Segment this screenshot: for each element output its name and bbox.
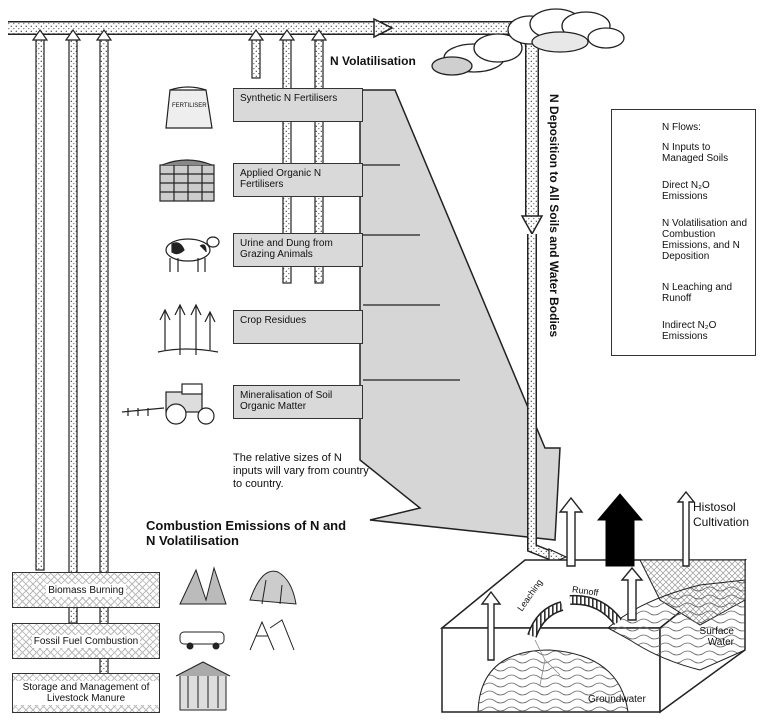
biomass-burning-icon [179,566,297,605]
groundwater-label: Groundwater [588,694,646,705]
manure-storage-icon [175,661,231,711]
top-flow-label: N Volatilisation [330,54,416,68]
source-grazing-animals: Urine and Dung from Grazing Animals [233,233,363,267]
crop-icon [157,303,219,355]
legend-title: N Flows: [662,122,701,133]
cow-icon [165,236,220,272]
deposition-label-wrap: N Deposition to All Soils and Water Bodi… [547,94,561,374]
combustion-title: Combustion Emissions of N and N Volatili… [146,518,347,548]
tractor-icon [121,383,215,425]
legend-item-leaching: N Leaching and Runoff [662,282,733,304]
cloud-icon [431,8,625,76]
fossil-fuel-icon [179,619,295,651]
n-inputs-arrow [359,89,561,541]
fertiliser-bag-text: FERTILISER [172,103,207,109]
compost-crate-icon [159,159,215,202]
source-mineralisation: Mineralisation of Soil Organic Matter [233,385,363,419]
volatilisation-arrowhead [373,17,394,39]
combustion-manure-label: Storage and Management of Livestock Manu… [13,681,159,705]
source-synthetic-fertilisers: Synthetic N Fertilisers [233,88,363,122]
legend-item-indirect: Indirect N₂O Emissions [662,320,717,342]
combustion-fossil-label: Fossil Fuel Combustion [31,634,141,648]
combustion-manure-storage: Storage and Management of Livestock Manu… [12,673,160,713]
combustion-biomass-burning: Biomass Burning [12,572,160,608]
combustion-biomass-label: Biomass Burning [46,583,126,597]
indirect-emission-arrows [480,490,696,661]
direct-emission-arrow [596,493,644,567]
soil-block [439,558,748,714]
combustion-fossil-fuel: Fossil Fuel Combustion [12,623,160,659]
source-crop-residues: Crop Residues [233,310,363,344]
deposition-label: N Deposition to All Soils and Water Bodi… [547,94,561,338]
volatilisation-tubes [247,28,328,284]
histosol-label: Histosol Cultivation [693,500,750,529]
legend-item-inputs: N Inputs to Managed Soils [662,142,729,164]
deposition-arrowhead [520,215,544,236]
surface-water-label: Surface Water [699,626,734,648]
relative-sizes-note: The relative sizes of N inputs will vary… [233,452,369,490]
legend-item-direct: Direct N₂O Emissions [662,180,710,202]
source-organic-fertilisers: Applied Organic N Fertilisers [233,163,363,197]
fertiliser-bag-icon [165,86,213,129]
legend-item-volatilisation: N Volatilisation and Combustion Emission… [662,218,748,262]
legend: N Flows: N Inputs to Managed Soils Direc… [611,109,756,356]
